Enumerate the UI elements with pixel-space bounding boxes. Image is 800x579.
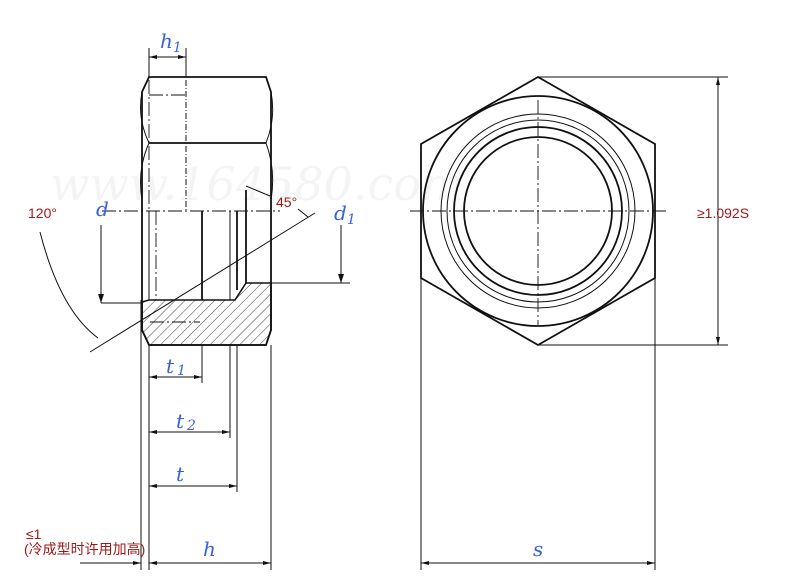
cold-forming-note: (冷成型时许用加高) xyxy=(24,541,145,557)
label-d1: d1 xyxy=(334,201,356,228)
angle-120-label: 120° xyxy=(28,205,57,221)
label-h1: h1 xyxy=(160,29,182,56)
label-s: s xyxy=(533,537,543,561)
label-t: t xyxy=(176,462,185,486)
across-corners-label: ≥1.092S xyxy=(697,205,749,221)
label-d: d xyxy=(96,197,109,221)
label-h: h xyxy=(203,537,216,561)
side-view xyxy=(39,48,350,570)
front-view xyxy=(410,75,728,570)
angle-45-label: 45° xyxy=(276,194,297,210)
max-1-label: ≤1 xyxy=(26,526,42,542)
watermark: www.164580.com xyxy=(50,157,465,211)
